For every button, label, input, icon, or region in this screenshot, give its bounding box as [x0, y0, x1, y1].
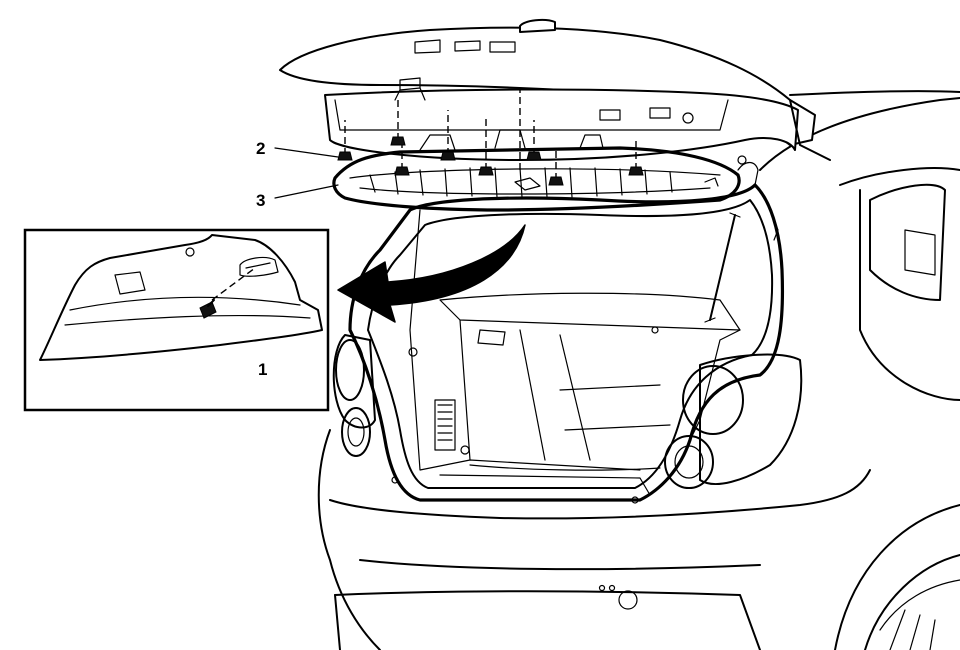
detail-inset: [23, 228, 330, 412]
callout-label-1: 1: [258, 360, 267, 379]
callout-label-3: 3: [256, 191, 265, 210]
retainer-screw: [199, 299, 217, 319]
vehicle-body: [317, 90, 960, 650]
liftgate-trim-panel: [332, 129, 741, 212]
tail-lamps: [332, 334, 803, 489]
push-pin-retainer: [337, 136, 644, 186]
liftgate-open: [279, 18, 831, 161]
callout-labels: 2 3 1: [256, 139, 267, 379]
callout-label-2: 2: [256, 139, 265, 158]
fasteners: [337, 90, 644, 186]
direction-arrow: [337, 224, 526, 323]
